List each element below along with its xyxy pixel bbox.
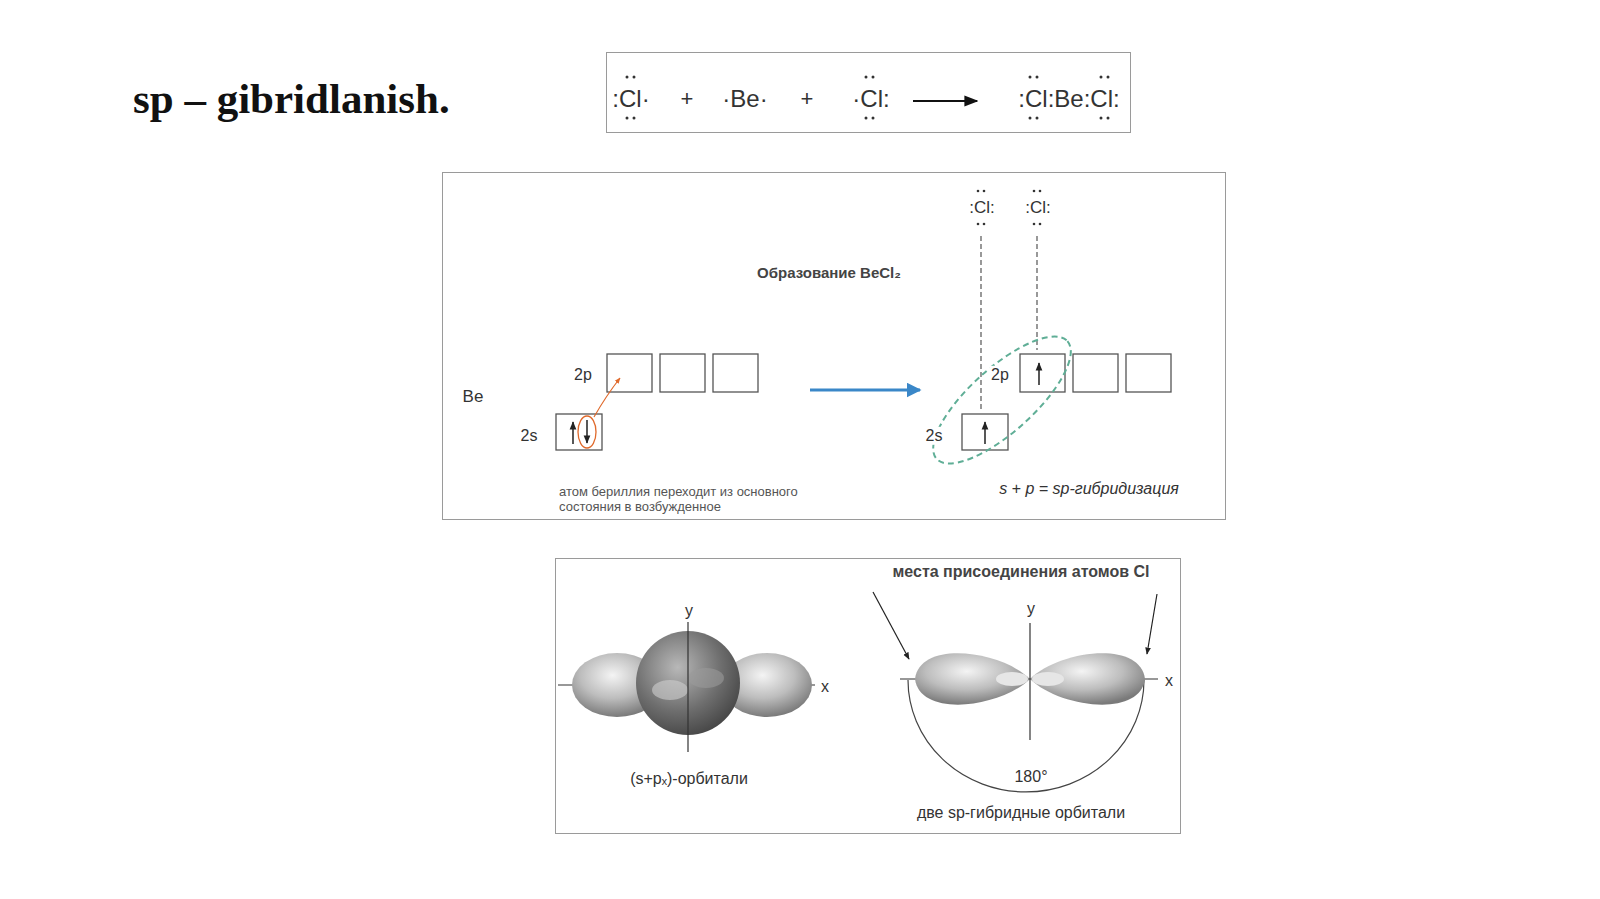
atom-symbol: :Cl:	[1023, 198, 1053, 218]
electron-spins	[573, 363, 1039, 444]
axis-label: x	[1163, 672, 1175, 690]
pointer-note: места присоединения атомов Cl	[890, 563, 1151, 581]
panel-heading: Образование BeCl₂	[755, 264, 903, 281]
sublevel-label: 2s	[924, 427, 945, 445]
hybrid-ellipse	[915, 317, 1089, 482]
slide-title: sp – gibridlanish.	[133, 74, 450, 123]
sp-hybrid-orbitals	[873, 592, 1158, 792]
sublevel-label: 2p	[572, 366, 594, 384]
orbital-cells	[556, 354, 1171, 450]
axis-label: y	[1025, 600, 1037, 618]
angle-label: 180°	[1012, 768, 1049, 786]
plus-sign: +	[799, 86, 816, 111]
atom-symbol: :Cl:	[967, 198, 997, 218]
reaction-arrow	[913, 100, 977, 102]
axis-label: y	[683, 602, 695, 620]
lewis-formula: :Cl·	[610, 85, 651, 113]
atom-symbol: Be	[461, 387, 486, 407]
hybridization-note: s + p = sp-гибридизация	[997, 480, 1181, 498]
hybrid-shape-panel: места присоединения атомов Cl y x (s+pₓ)-ор…	[555, 558, 1181, 834]
orbital-diagram-panel: Образование BeCl₂ :Cl: :Cl: Be 2p 2s 2p 2s атом …	[442, 172, 1226, 520]
axis-label: x	[819, 678, 831, 696]
transition-arrow	[810, 389, 920, 392]
s-px-orbitals	[558, 622, 815, 752]
plus-sign: +	[679, 86, 696, 111]
caption-note: атом бериллия переходит из основного сос…	[557, 485, 861, 515]
lewis-formula: ·Be·	[720, 85, 769, 113]
lewis-formula: ·Cl:	[850, 85, 891, 113]
lewis-formula: :Cl:Be:Cl:	[1016, 85, 1121, 113]
bond-lines	[981, 236, 1037, 412]
sublevel-label: 2p	[989, 366, 1011, 384]
equation-box: :Cl· + ·Be· + ·Cl: :Cl:Be:Cl:	[606, 52, 1131, 133]
figure-caption: (s+pₓ)-орбитали	[628, 770, 750, 788]
figure-caption: две sp-гибридные орбитали	[915, 804, 1127, 822]
promoted-electron-ring	[578, 416, 596, 448]
promotion-arrow	[594, 378, 620, 417]
sublevel-label: 2s	[519, 427, 540, 445]
